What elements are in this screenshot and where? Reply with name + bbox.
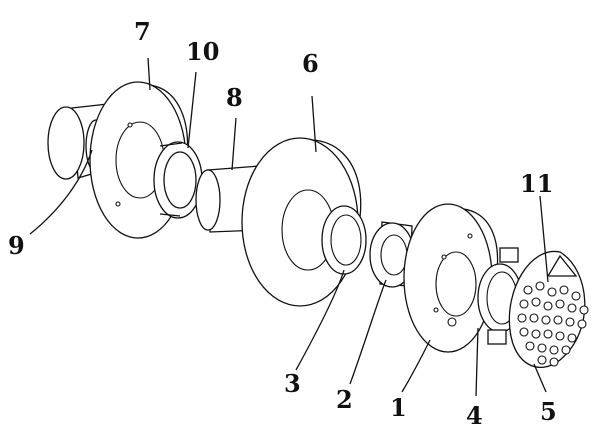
leader-11 — [539, 195, 549, 283]
part-3-thin-ring — [321, 205, 367, 275]
leader-5 — [533, 363, 547, 393]
label-8: 8 — [226, 83, 243, 112]
leader-lines — [29, 57, 549, 397]
leader-6 — [311, 95, 317, 153]
part-5-perforated-cover — [508, 250, 589, 369]
label-10: 10 — [186, 37, 219, 66]
leader-10 — [187, 71, 197, 149]
label-6: 6 — [302, 49, 319, 78]
label-11: 11 — [520, 169, 553, 198]
label-1: 1 — [390, 393, 407, 422]
label-4: 4 — [466, 401, 483, 430]
part-2-bearing — [369, 221, 415, 288]
perforation-holes — [517, 281, 589, 367]
leader-9 — [29, 149, 93, 235]
leader-1 — [401, 339, 431, 393]
leader-2 — [349, 279, 387, 385]
label-9: 9 — [8, 231, 25, 260]
label-7: 7 — [134, 17, 151, 46]
part-10-collar-ring — [153, 141, 203, 219]
leader-4 — [475, 327, 479, 397]
leader-7 — [147, 57, 151, 91]
label-3: 3 — [284, 369, 301, 398]
label-5: 5 — [540, 397, 557, 426]
leader-3 — [295, 269, 345, 371]
leader-8 — [231, 117, 237, 171]
label-2: 2 — [336, 385, 353, 414]
